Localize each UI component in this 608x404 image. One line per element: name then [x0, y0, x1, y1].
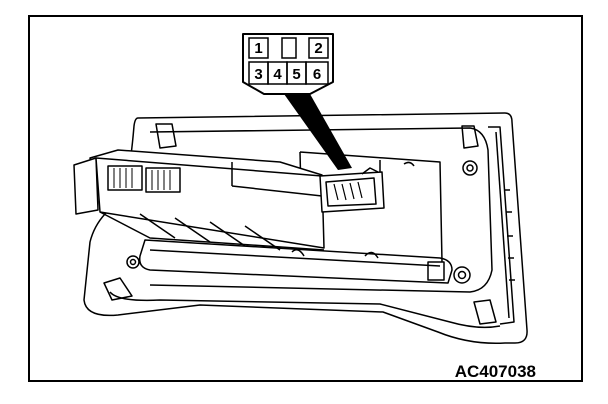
connector-pinout-diagram: 1 2 3 4 5 6 [242, 33, 334, 95]
pin-cell [308, 37, 329, 59]
control-unit [73, 149, 325, 251]
pin-label: 3 [254, 66, 262, 83]
figure-frame [28, 15, 583, 382]
figure-reference-code: AC407038 [455, 362, 536, 381]
pin-label: 6 [313, 66, 321, 83]
pin-cell [305, 61, 329, 85]
pin-label: 1 [254, 40, 262, 57]
trim-panel [83, 112, 528, 345]
pin-label: 2 [314, 40, 322, 57]
pin-cell-empty [281, 37, 297, 59]
pin-cell [248, 37, 269, 59]
pin-label: 5 [292, 66, 300, 83]
pin-label: 4 [273, 66, 282, 83]
harness-connector [319, 167, 385, 213]
pinout-outline [242, 33, 334, 95]
leader-pointer [284, 94, 352, 170]
